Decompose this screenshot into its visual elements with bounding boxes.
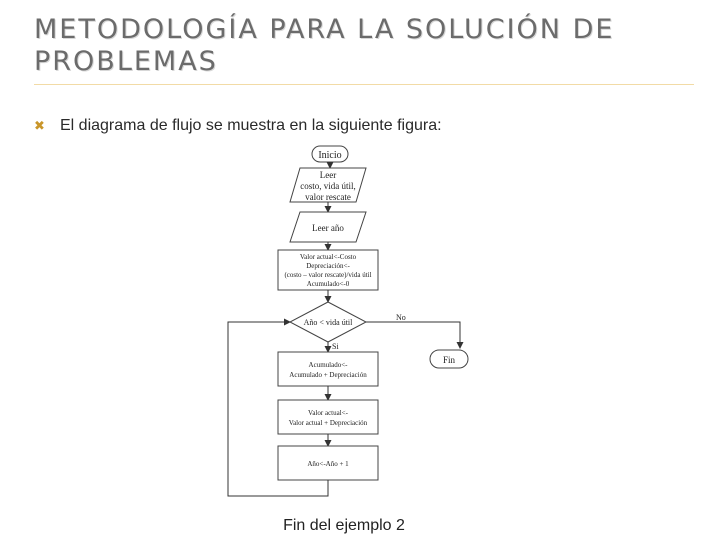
decision-label: Año < vida útil xyxy=(304,318,354,327)
step1-line-2: Acumulado + Depreciación xyxy=(289,371,367,379)
slide-title-line-1: METODOLOGÍA PARA LA SOLUCIÓN DE xyxy=(34,14,615,45)
figure-caption: Fin del ejemplo 2 xyxy=(283,517,405,534)
input-1-line-1: Leer xyxy=(320,170,336,180)
init-line-2: Depreciación<- xyxy=(306,262,350,270)
step-box-year xyxy=(277,445,379,481)
end-terminator xyxy=(429,349,469,369)
input-1-line-3: valor rescate xyxy=(305,192,351,202)
flowchart-figure: Inicio Leer costo, vida útil, valor resc… xyxy=(216,138,472,500)
slide-title-line-2: PROBLEMAS xyxy=(34,46,218,77)
input-parallelogram-1 xyxy=(289,167,367,203)
input-1-line-2: costo, vida útil, xyxy=(300,181,356,191)
step2-line-1: Valor actual<- xyxy=(308,409,349,417)
step-box-accumulate xyxy=(277,351,379,387)
input-parallelogram-2 xyxy=(289,211,367,243)
no-branch-label: No xyxy=(396,313,406,322)
init-line-3: (costo – valor rescate)/vida útil xyxy=(284,271,371,279)
start-label: Inicio xyxy=(318,150,341,161)
no-branch-connector xyxy=(366,321,464,349)
flowchart-diagram: Inicio Leer costo, vida útil, valor resc… xyxy=(227,145,469,497)
init-line-4: Acumulado<-0 xyxy=(307,280,350,288)
loop-back-connector xyxy=(227,318,329,497)
input-2-label: Leer año xyxy=(312,223,344,233)
end-label: Fin xyxy=(443,355,456,365)
step1-line-1: Acumulado<- xyxy=(309,361,349,369)
x-bullet-icon: ✖ xyxy=(34,118,45,133)
slide-title: METODOLOGÍA PARA LA SOLUCIÓN DE PROBLEMA… xyxy=(34,14,694,78)
step-box-value xyxy=(277,399,379,435)
init-line-1: Valor actual<-Costo xyxy=(300,253,357,261)
title-divider xyxy=(34,84,694,85)
step3-label: Año<-Año + 1 xyxy=(307,460,349,468)
step2-line-2: Valor actual + Depreciación xyxy=(289,419,368,427)
yes-branch-label: Si xyxy=(332,342,339,351)
bullet-text: El diagrama de flujo se muestra en la si… xyxy=(60,117,442,134)
